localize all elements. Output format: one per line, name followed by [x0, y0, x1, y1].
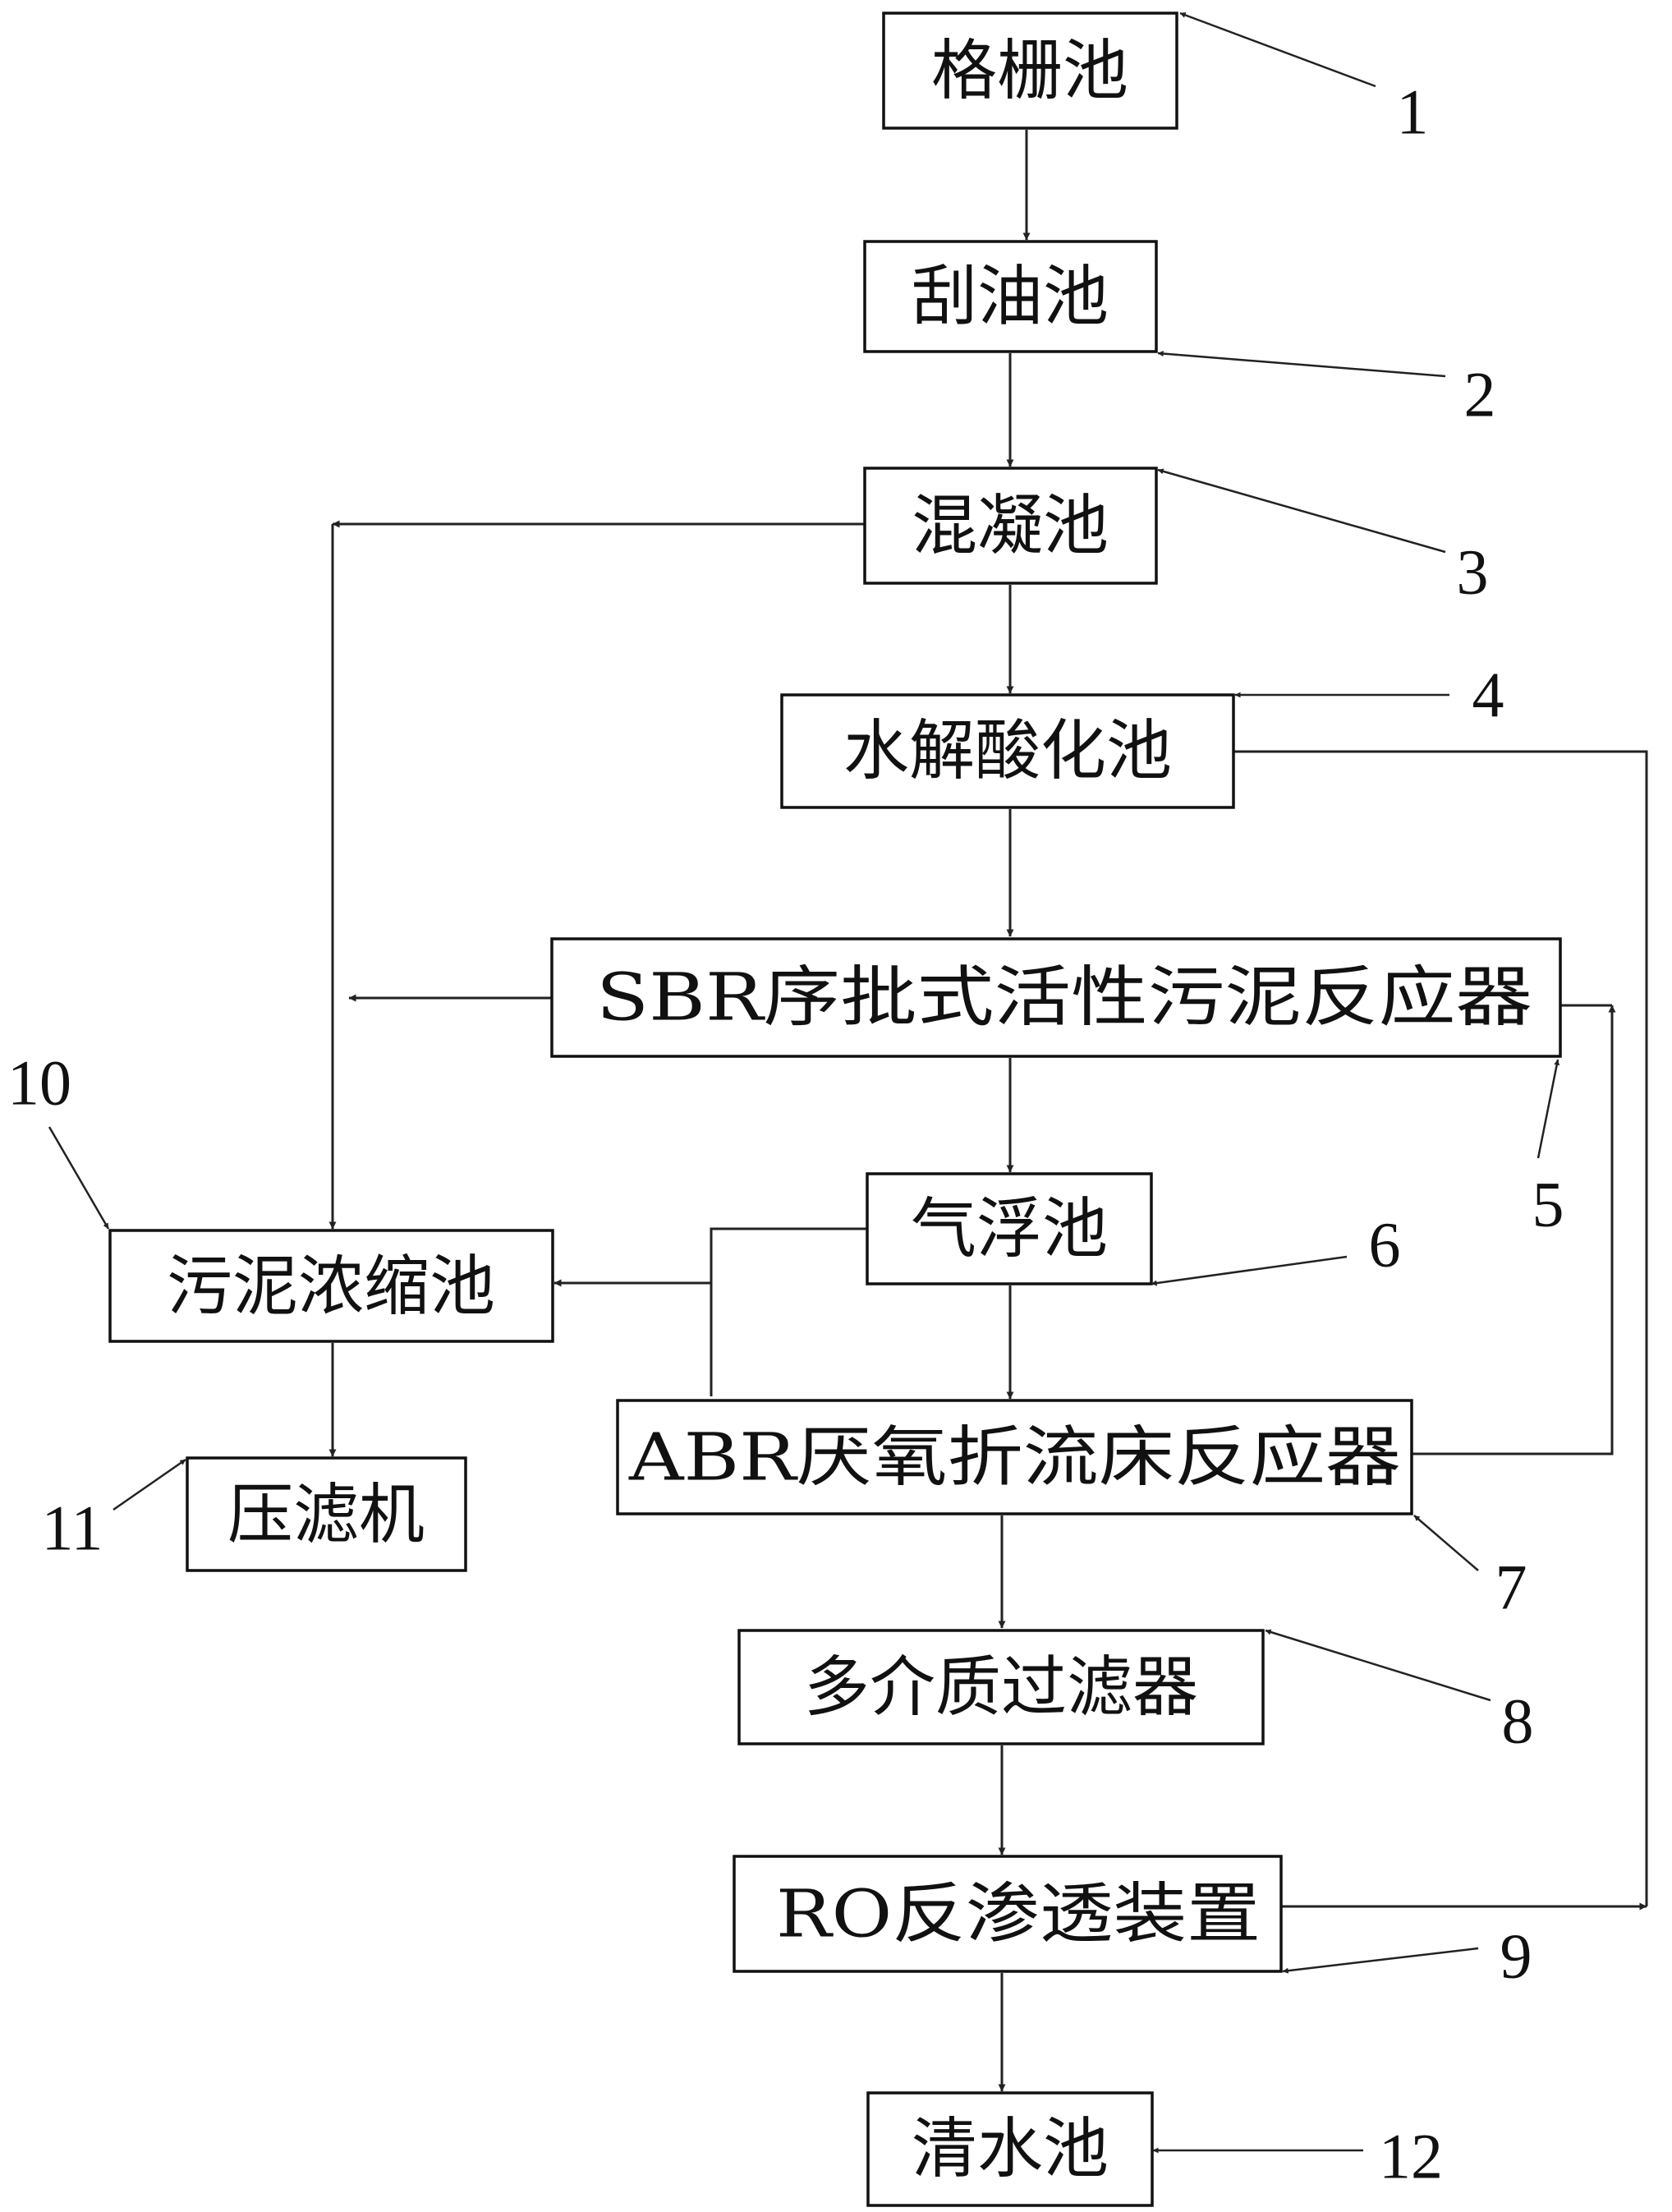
oil-scraping-tank-box: 刮油池: [863, 240, 1158, 353]
coagulation-tank-label: 混凝池: [912, 488, 1109, 564]
ref-number-4: 4: [1472, 660, 1504, 731]
flow-flotation-abr-sludge: [710, 1227, 867, 1396]
ro-unit-label: RO反渗透装置: [776, 1876, 1261, 1952]
multimedia-filter-label: 多介质过滤器: [804, 1649, 1198, 1726]
clear-water-tank-label: 清水池: [912, 2111, 1109, 2187]
grille-tank-label: 格栅池: [931, 33, 1128, 109]
ref-number-10: 10: [7, 1047, 71, 1119]
ref-number-7: 7: [1495, 1552, 1527, 1623]
flow-hydrolysis-return-line: [1233, 750, 1648, 1906]
leader-10: [48, 1126, 110, 1230]
flow-abr-return-to-sbr: [1412, 1005, 1616, 1456]
leader-3: [1157, 468, 1446, 554]
leader-6: [1151, 1255, 1348, 1286]
multimedia-filter-box: 多介质过滤器: [737, 1629, 1265, 1745]
ref-number-6: 6: [1369, 1209, 1401, 1281]
leader-11: [113, 1458, 186, 1511]
abr-reactor-label: ABR厌氧折流床反应器: [628, 1419, 1401, 1496]
ref-number-8: 8: [1502, 1685, 1534, 1757]
leader-5: [1536, 1059, 1560, 1159]
leader-7: [1413, 1515, 1479, 1571]
hydrolysis-acidification-tank-label: 水解酸化池: [843, 713, 1172, 789]
clear-water-tank-box: 清水池: [866, 2091, 1154, 2207]
ref-number-5: 5: [1532, 1169, 1564, 1240]
oil-scraping-tank-label: 刮油池: [912, 259, 1109, 335]
air-flotation-tank-label: 气浮池: [911, 1191, 1108, 1267]
ref-number-11: 11: [41, 1492, 103, 1564]
ref-number-9: 9: [1500, 1920, 1532, 1992]
air-flotation-tank-box: 气浮池: [866, 1172, 1153, 1285]
leader-2: [1157, 351, 1446, 378]
sludge-thickener-label: 污泥浓缩池: [167, 1249, 495, 1325]
hydrolysis-acidification-tank-box: 水解酸化池: [780, 693, 1235, 809]
sludge-thickener-box: 污泥浓缩池: [108, 1229, 554, 1343]
ref-number-2: 2: [1464, 359, 1496, 430]
leader-9: [1282, 1947, 1479, 1974]
filter-press-label: 压滤机: [227, 1477, 425, 1553]
ref-number-3: 3: [1457, 536, 1489, 608]
leader-1: [1179, 11, 1376, 88]
leader-8: [1265, 1629, 1491, 1702]
abr-reactor-box: ABR厌氧折流床反应器: [616, 1399, 1413, 1515]
ref-number-12: 12: [1379, 2121, 1443, 2192]
filter-press-box: 压滤机: [186, 1456, 467, 1572]
grille-tank-box: 格栅池: [882, 11, 1178, 130]
ref-number-1: 1: [1397, 76, 1429, 148]
coagulation-tank-box: 混凝池: [863, 467, 1158, 585]
ro-unit-box: RO反渗透装置: [733, 1855, 1283, 1973]
sbr-reactor-label: SBR序批式活性污泥反应器: [596, 959, 1532, 1036]
sbr-reactor-box: SBR序批式活性污泥反应器: [550, 937, 1562, 1058]
